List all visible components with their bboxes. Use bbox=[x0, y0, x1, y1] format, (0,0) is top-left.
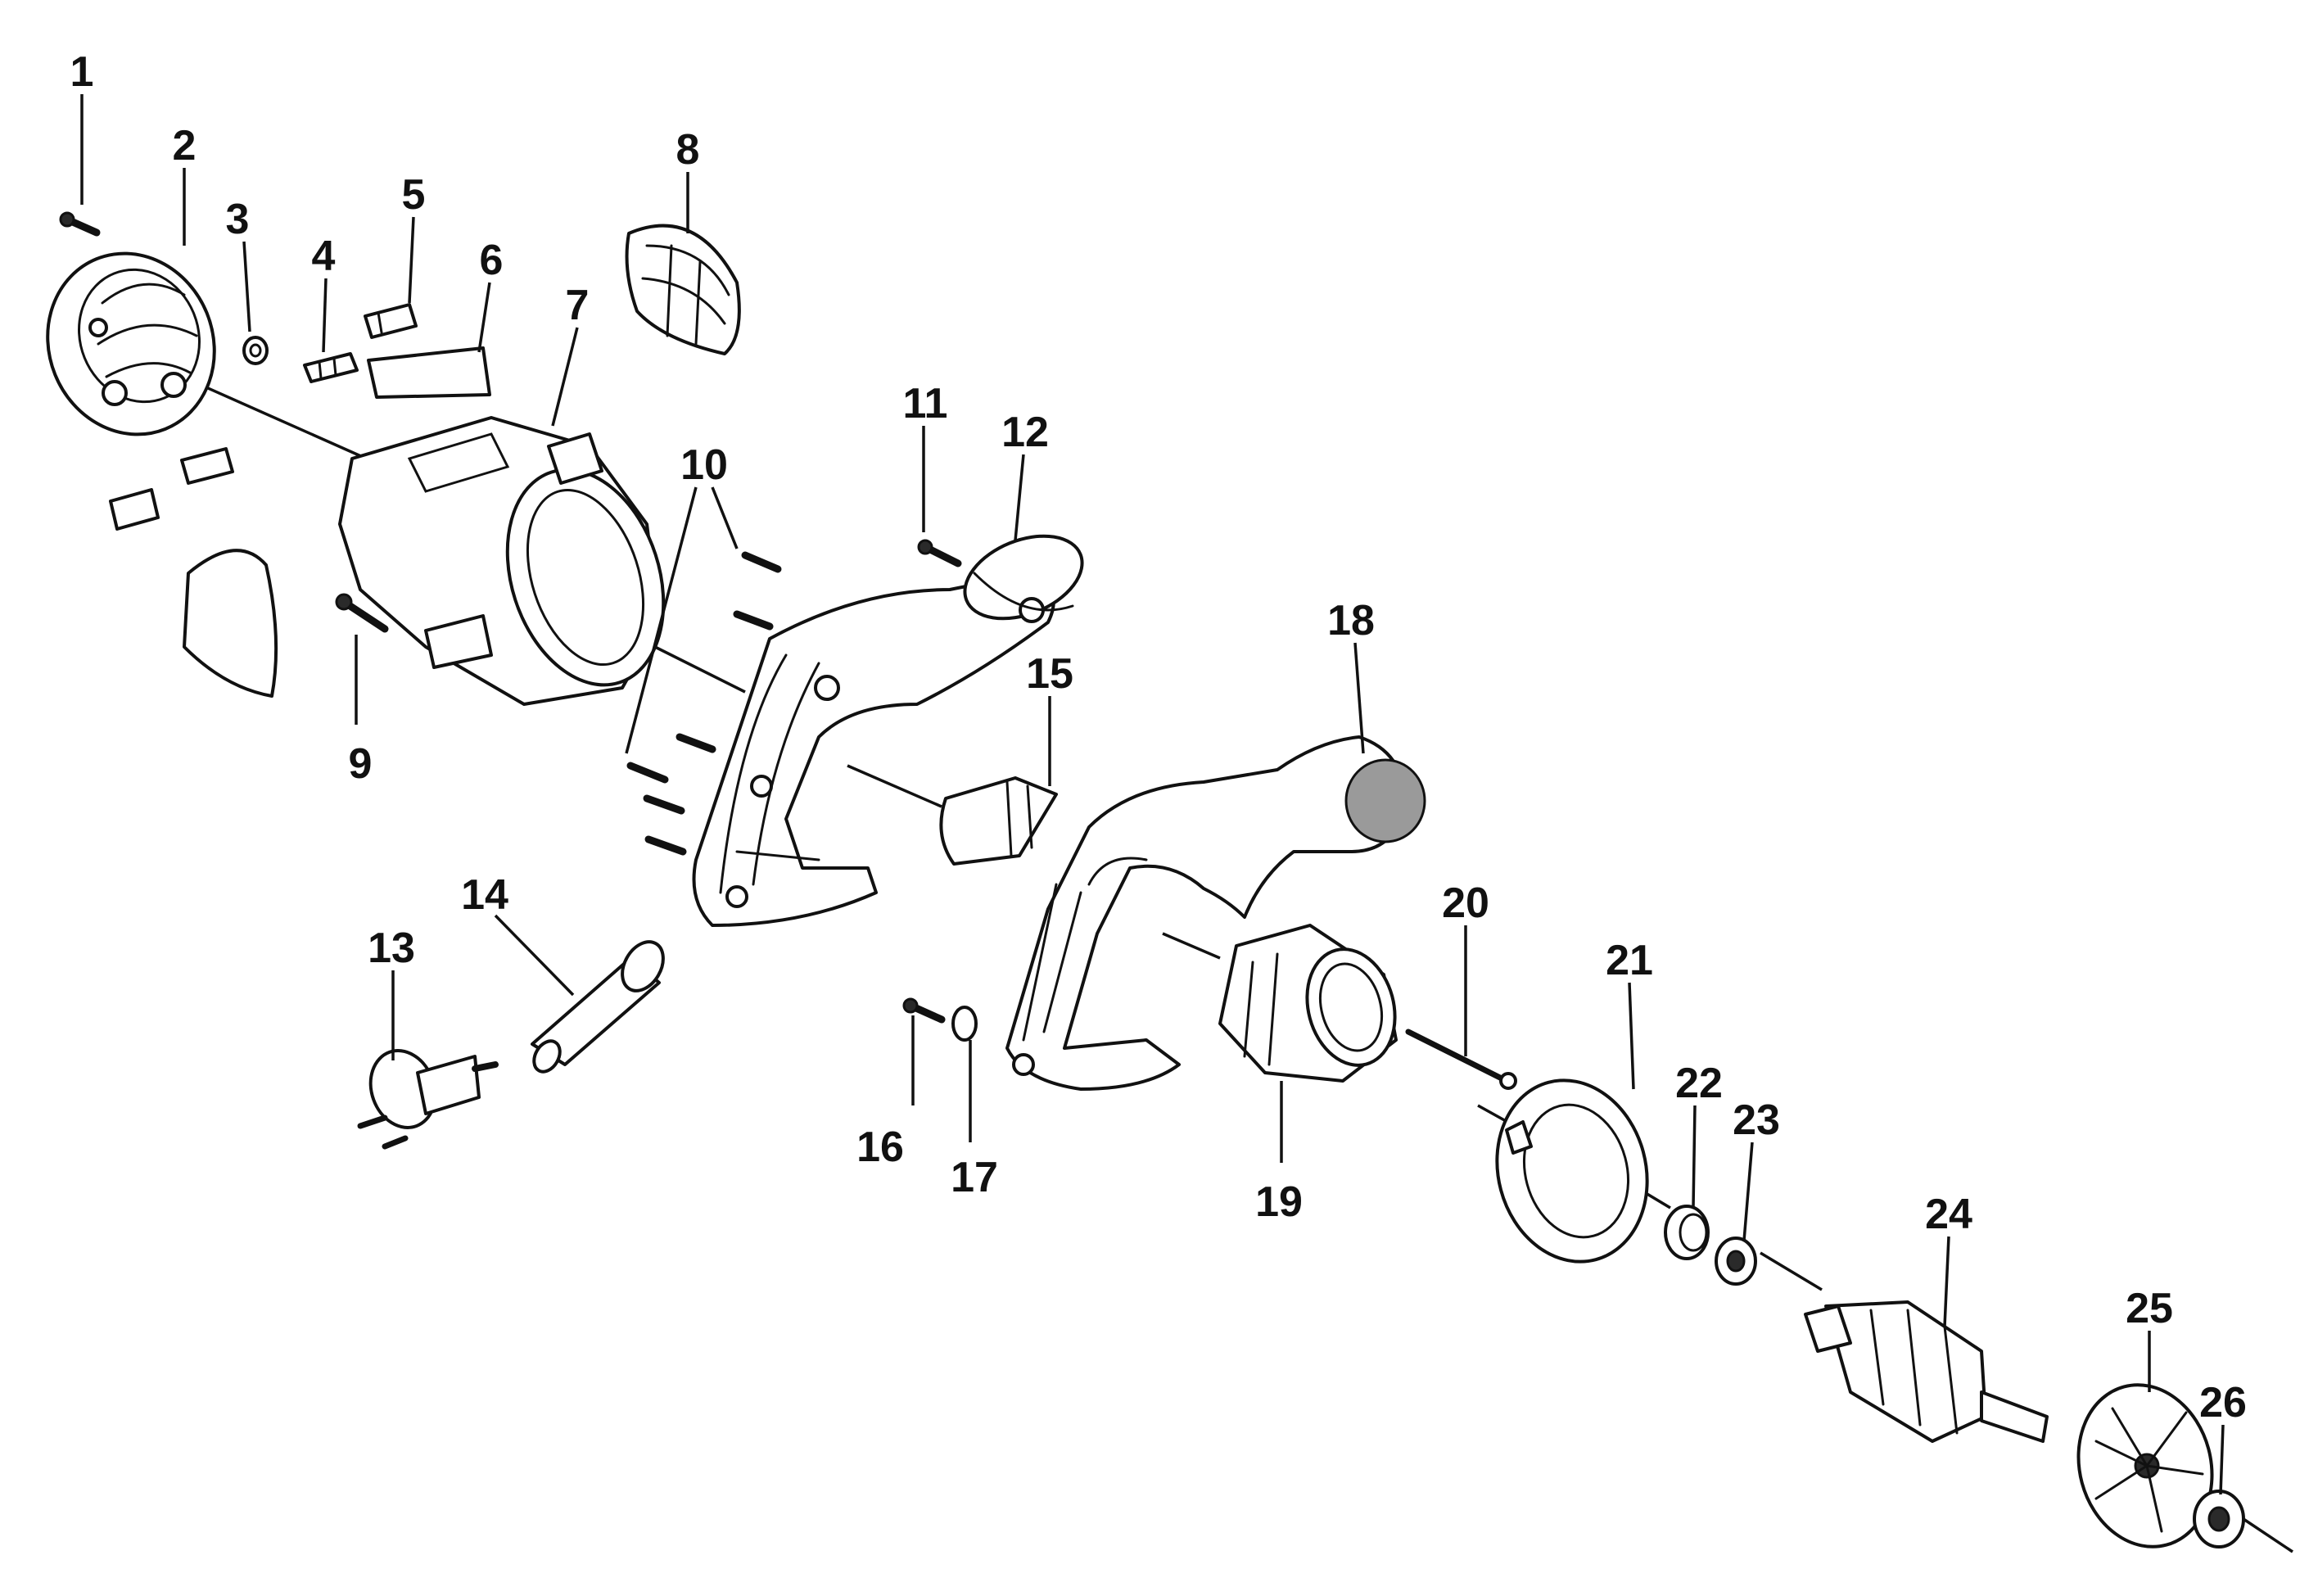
callout-23: 23 bbox=[1733, 1096, 1780, 1144]
part-20-long-screw bbox=[1405, 1029, 1517, 1090]
callout-2: 2 bbox=[173, 122, 197, 170]
callout-7: 7 bbox=[566, 282, 590, 329]
part-22-bushing bbox=[1664, 1205, 1710, 1260]
part-15-switch bbox=[939, 776, 1058, 866]
part-8-cover bbox=[625, 224, 741, 355]
part-12-grip-cap bbox=[963, 534, 1084, 623]
part-9-screw bbox=[335, 593, 389, 633]
part-21-bearing-housing bbox=[1495, 1078, 1649, 1264]
part-14-sleeve bbox=[531, 940, 665, 1074]
part-11-screw bbox=[917, 539, 962, 567]
callout-17: 17 bbox=[951, 1154, 998, 1201]
part-carbon-brushes bbox=[109, 447, 234, 531]
callout-18: 18 bbox=[1327, 597, 1375, 644]
callout-15: 15 bbox=[1026, 650, 1073, 698]
callout-5: 5 bbox=[402, 171, 426, 219]
part-19-stator bbox=[1218, 924, 1398, 1083]
callout-20: 20 bbox=[1442, 879, 1489, 927]
callout-6: 6 bbox=[480, 237, 504, 284]
callout-21: 21 bbox=[1606, 937, 1653, 984]
callout-16: 16 bbox=[856, 1124, 904, 1171]
part-17-clip bbox=[951, 1006, 978, 1042]
part-1-screw bbox=[59, 211, 101, 237]
callout-9: 9 bbox=[349, 740, 373, 788]
part-2-end-cap bbox=[46, 251, 216, 436]
part-6-plate bbox=[367, 346, 491, 399]
callout-19: 19 bbox=[1255, 1178, 1303, 1226]
part-13-plug bbox=[357, 1049, 499, 1150]
part-10-screws bbox=[626, 551, 782, 856]
callout-14: 14 bbox=[461, 871, 508, 919]
callout-25: 25 bbox=[2126, 1285, 2173, 1332]
callout-13: 13 bbox=[368, 925, 415, 972]
callout-1: 1 bbox=[70, 48, 94, 96]
callout-10: 10 bbox=[680, 441, 728, 489]
part-7-motor-housing bbox=[338, 416, 666, 706]
callout-26: 26 bbox=[2199, 1379, 2247, 1426]
part-handle-left-half bbox=[692, 572, 1055, 927]
part-4-brush-holder bbox=[303, 352, 359, 383]
part-3-nut bbox=[242, 336, 269, 365]
part-24-armature bbox=[1804, 1300, 2049, 1443]
part-18-handle-right-half bbox=[1005, 735, 1426, 1091]
callout-4: 4 bbox=[312, 233, 336, 280]
callout-12: 12 bbox=[1001, 409, 1049, 456]
part-vent-cover bbox=[183, 549, 278, 698]
part-23-bearing bbox=[1715, 1237, 1757, 1286]
callout-11: 11 bbox=[903, 380, 948, 427]
part-16-screw bbox=[902, 997, 946, 1024]
callout-labels: 1 2 3 4 5 6 7 8 9 10 11 12 13 14 15 16 1… bbox=[70, 48, 2247, 1426]
part-25-fan bbox=[2076, 1383, 2214, 1549]
callout-leader-lines bbox=[80, 94, 2225, 1495]
callout-22: 22 bbox=[1675, 1060, 1723, 1107]
part-26-bearing bbox=[2193, 1490, 2245, 1549]
callout-3: 3 bbox=[226, 196, 250, 243]
part-5-brush-holder bbox=[364, 303, 418, 339]
callout-8: 8 bbox=[676, 126, 700, 174]
callout-24: 24 bbox=[1925, 1191, 1972, 1238]
